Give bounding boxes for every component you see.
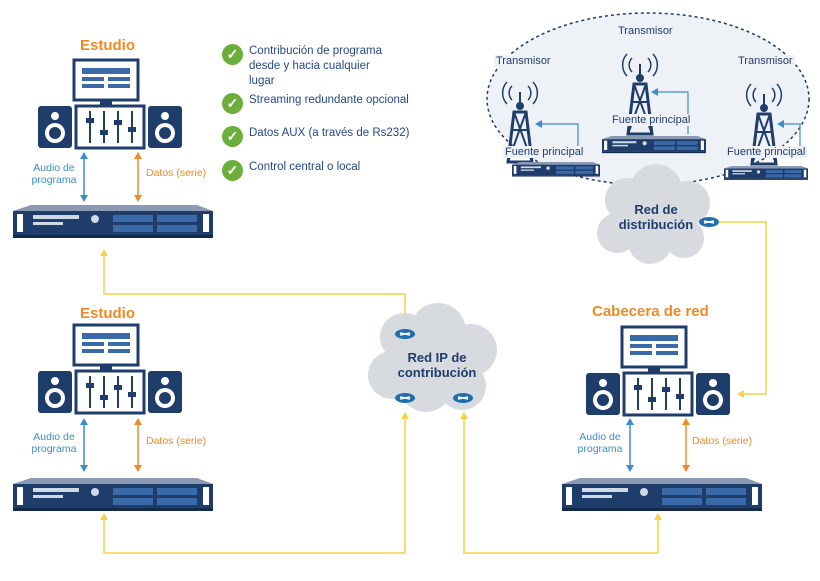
router-icon: [452, 392, 474, 404]
data-label: Datos (serie): [146, 167, 207, 179]
check-icon: ✓: [222, 93, 243, 114]
check-icon: ✓: [222, 44, 243, 65]
feature-text: Streaming redundante opcional: [249, 94, 409, 106]
audio-label: Audio de programa: [31, 431, 77, 455]
router-icon: [394, 328, 416, 340]
feature-item: ✓ Datos AUX (a través de Rs232): [222, 126, 409, 147]
studio-bottom-kit: [36, 323, 184, 415]
source-label: Fuente principal: [610, 114, 693, 126]
check-icon: ✓: [222, 126, 243, 147]
codec-unit-icon: [602, 136, 706, 154]
contribution-cloud-label: Red IP de contribución: [397, 350, 477, 380]
distribution-cloud-label: Red de distribución: [618, 202, 694, 232]
transmitter-label: Transmisor: [736, 55, 795, 67]
codec-unit-icon: [512, 162, 600, 177]
headend-title: Cabecera de red: [592, 303, 709, 320]
codec-unit-icon: [562, 478, 762, 511]
feature-text: Datos AUX (a través de Rs232): [249, 127, 410, 139]
feature-item: ✓ Streaming redundante opcional: [222, 93, 409, 114]
audio-label: Audio de programa: [577, 431, 623, 455]
studio-bottom-title: Estudio: [80, 305, 135, 322]
studio-top-kit: [36, 58, 184, 150]
codec-unit-icon: [13, 205, 213, 238]
studio-top-title: Estudio: [80, 37, 135, 54]
signal-arrows: [83, 156, 687, 468]
network-links: [103, 221, 767, 554]
feature-item: ✓ Control central o local: [222, 160, 360, 181]
source-label: Fuente principal: [725, 146, 808, 158]
source-label: Fuente principal: [503, 146, 586, 158]
audio-label: Audio de programa: [31, 162, 77, 186]
data-label: Datos (serie): [146, 435, 207, 447]
feature-text: Contribución de programa desde y hacia c…: [249, 45, 382, 87]
feature-text: Control central o local: [249, 161, 361, 173]
codec-unit-icon: [13, 478, 213, 511]
source-arrowheads: [535, 88, 784, 128]
cloud-icon: [597, 164, 710, 264]
router-icon: [394, 392, 416, 404]
transmitter-label: Transmisor: [494, 55, 553, 67]
codec-unit-icon: [724, 166, 808, 180]
transmitter-label: Transmisor: [616, 25, 675, 37]
data-label: Datos (serie): [692, 435, 753, 447]
feature-item: ✓ Contribución de programa desde y hacia…: [222, 44, 391, 89]
check-icon: ✓: [222, 160, 243, 181]
headend-kit: [584, 325, 732, 417]
